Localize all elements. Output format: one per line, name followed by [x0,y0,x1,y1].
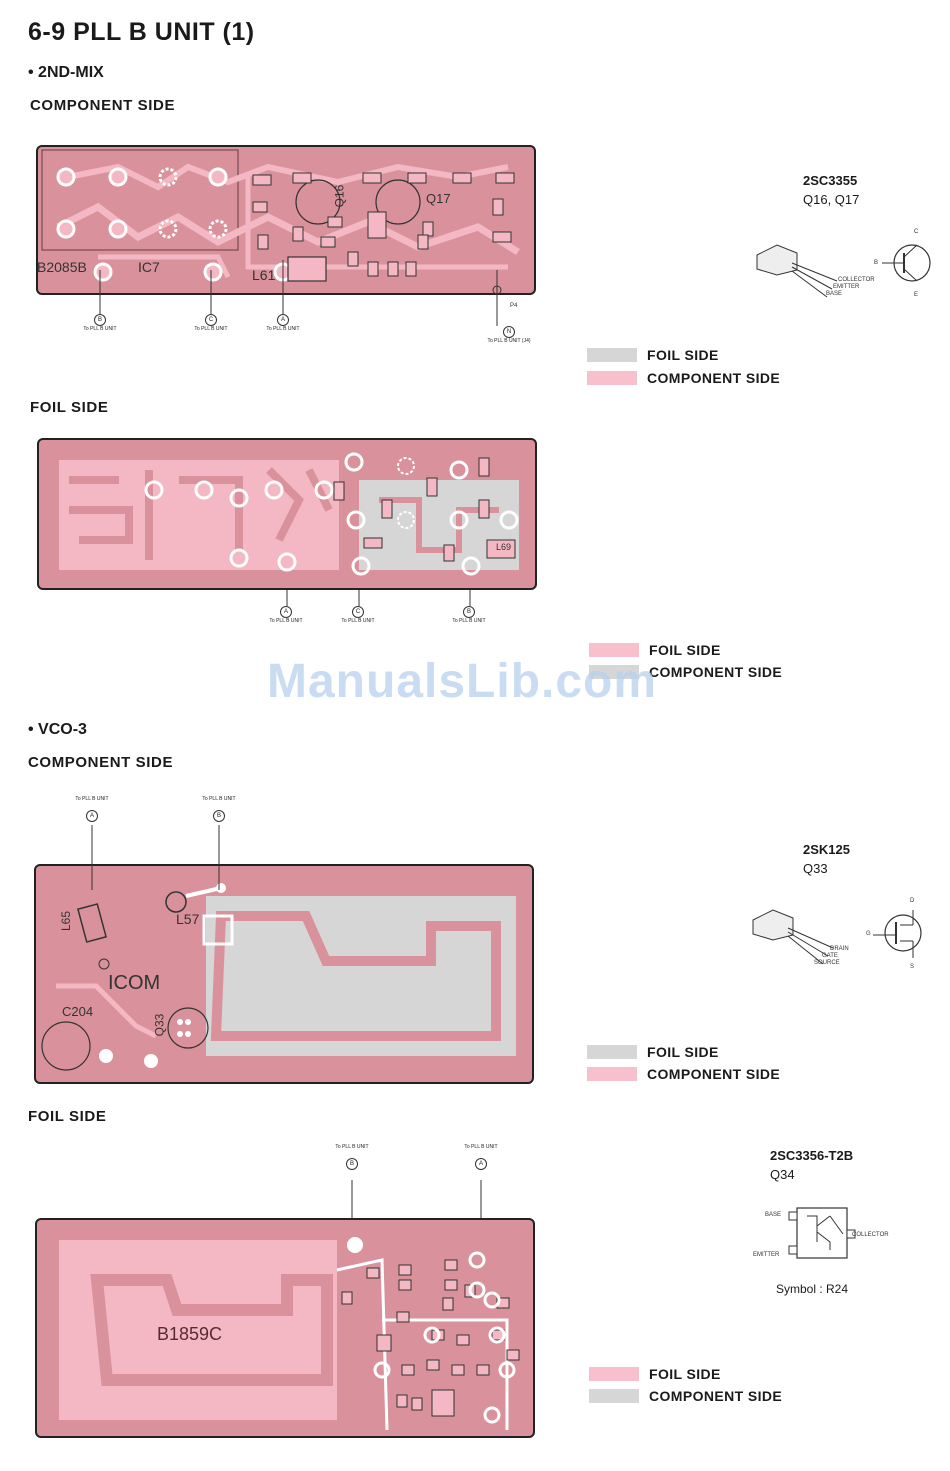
part-2sk125-pins: DRAIN GATE SOURCE [814,946,849,966]
part-2sc3355: 2SC3355 Q16, Q17 [803,173,860,207]
mix-top-connector-b: B To PLL B UNIT [70,314,130,332]
legend-vco-top-foil: FOIL SIDE [587,1044,719,1060]
legend-vco-bottom-component: COMPONENT SIDE [589,1388,782,1404]
mix-component-traces [41,149,520,282]
mix-bottom-connector-c: C To PLL B UNIT [328,606,388,624]
vco-component-board: L65 L57 ICOM C204 Q33 [34,864,534,1084]
part-2sc3355-pins: COLLECTOR EMITTER BASE [826,277,875,297]
mix-l69-label: L69 [496,542,512,552]
mix-foil-traces [59,452,519,576]
mix-component-board: B2085B IC7 L61 Q16 Q17 [36,145,536,295]
vco-c204-label: C204 [62,1004,94,1019]
mix-board-id: B2085B [37,259,87,275]
mix-foil-side-label: FOIL SIDE [30,399,109,416]
mix-top-connector-n: N To PLL B UNIT (J4) [479,326,539,344]
vco-foil-side-label: FOIL SIDE [28,1108,107,1125]
mix-bottom-connector-a: A To PLL B UNIT [256,606,316,624]
mix-q17-label: Q17 [426,191,451,206]
legend-mix-bottom-component: COMPONENT SIDE [589,664,782,680]
mix-bottom-connector-b: B To PLL B UNIT [439,606,499,624]
mix-component-side-label: COMPONENT SIDE [30,97,176,114]
vco-bottom-connector-b: To PLL B UNIT B [322,1144,382,1170]
legend-vco-bottom-foil: FOIL SIDE [589,1366,721,1382]
mix-connector-leads [99,260,502,606]
transistor-2sk125-icon [752,909,922,965]
transistor-2sc3355-icon [756,244,931,298]
mix-ic-label: IC7 [138,259,160,275]
mix-top-connector-c: C To PLL B UNIT [181,314,241,332]
legend-vco-top-component: COMPONENT SIDE [587,1066,780,1082]
section-heading-2nd-mix: • 2ND-MIX [28,64,104,81]
vco-component-side-label: COMPONENT SIDE [28,754,174,771]
mix-l61-label: L61 [252,267,276,283]
mix-foil-board: L69 [37,438,537,590]
vco-component-traces [41,883,516,1071]
page-title: 6-9 PLL B UNIT (1) [28,18,255,46]
vco-foil-board: B1859C [35,1218,535,1438]
vco-foil-traces [59,1237,520,1431]
vco-bottom-connector-a: To PLL B UNIT A [451,1144,511,1170]
vco-top-connector-b: To PLL B UNIT B [189,796,249,822]
transistor-2sc3356-icon [788,1207,856,1259]
mix-top-connector-a: A To PLL B UNIT [253,314,313,332]
legend-mix-top-component: COMPONENT SIDE [587,370,780,386]
legend-mix-top-foil: FOIL SIDE [587,347,719,363]
mix-p4-label: P4 [510,303,518,309]
section-heading-vco-3: • VCO-3 [28,721,87,738]
part-2sk125: 2SK125 Q33 [803,842,850,876]
vco-top-connector-a: To PLL B UNIT A [62,796,122,822]
part-2sc3356-t2b: 2SC3356-T2B Q34 [770,1148,854,1182]
watermark: ManualsLib.com [267,655,658,708]
legend-mix-bottom-foil: FOIL SIDE [589,642,721,658]
part-2sc3356-symbol: Symbol : R24 [776,1282,849,1296]
vco-board-id: B1859C [157,1324,223,1344]
vco-icom-label: ICOM [108,972,161,994]
vco-l57-label: L57 [176,911,200,927]
